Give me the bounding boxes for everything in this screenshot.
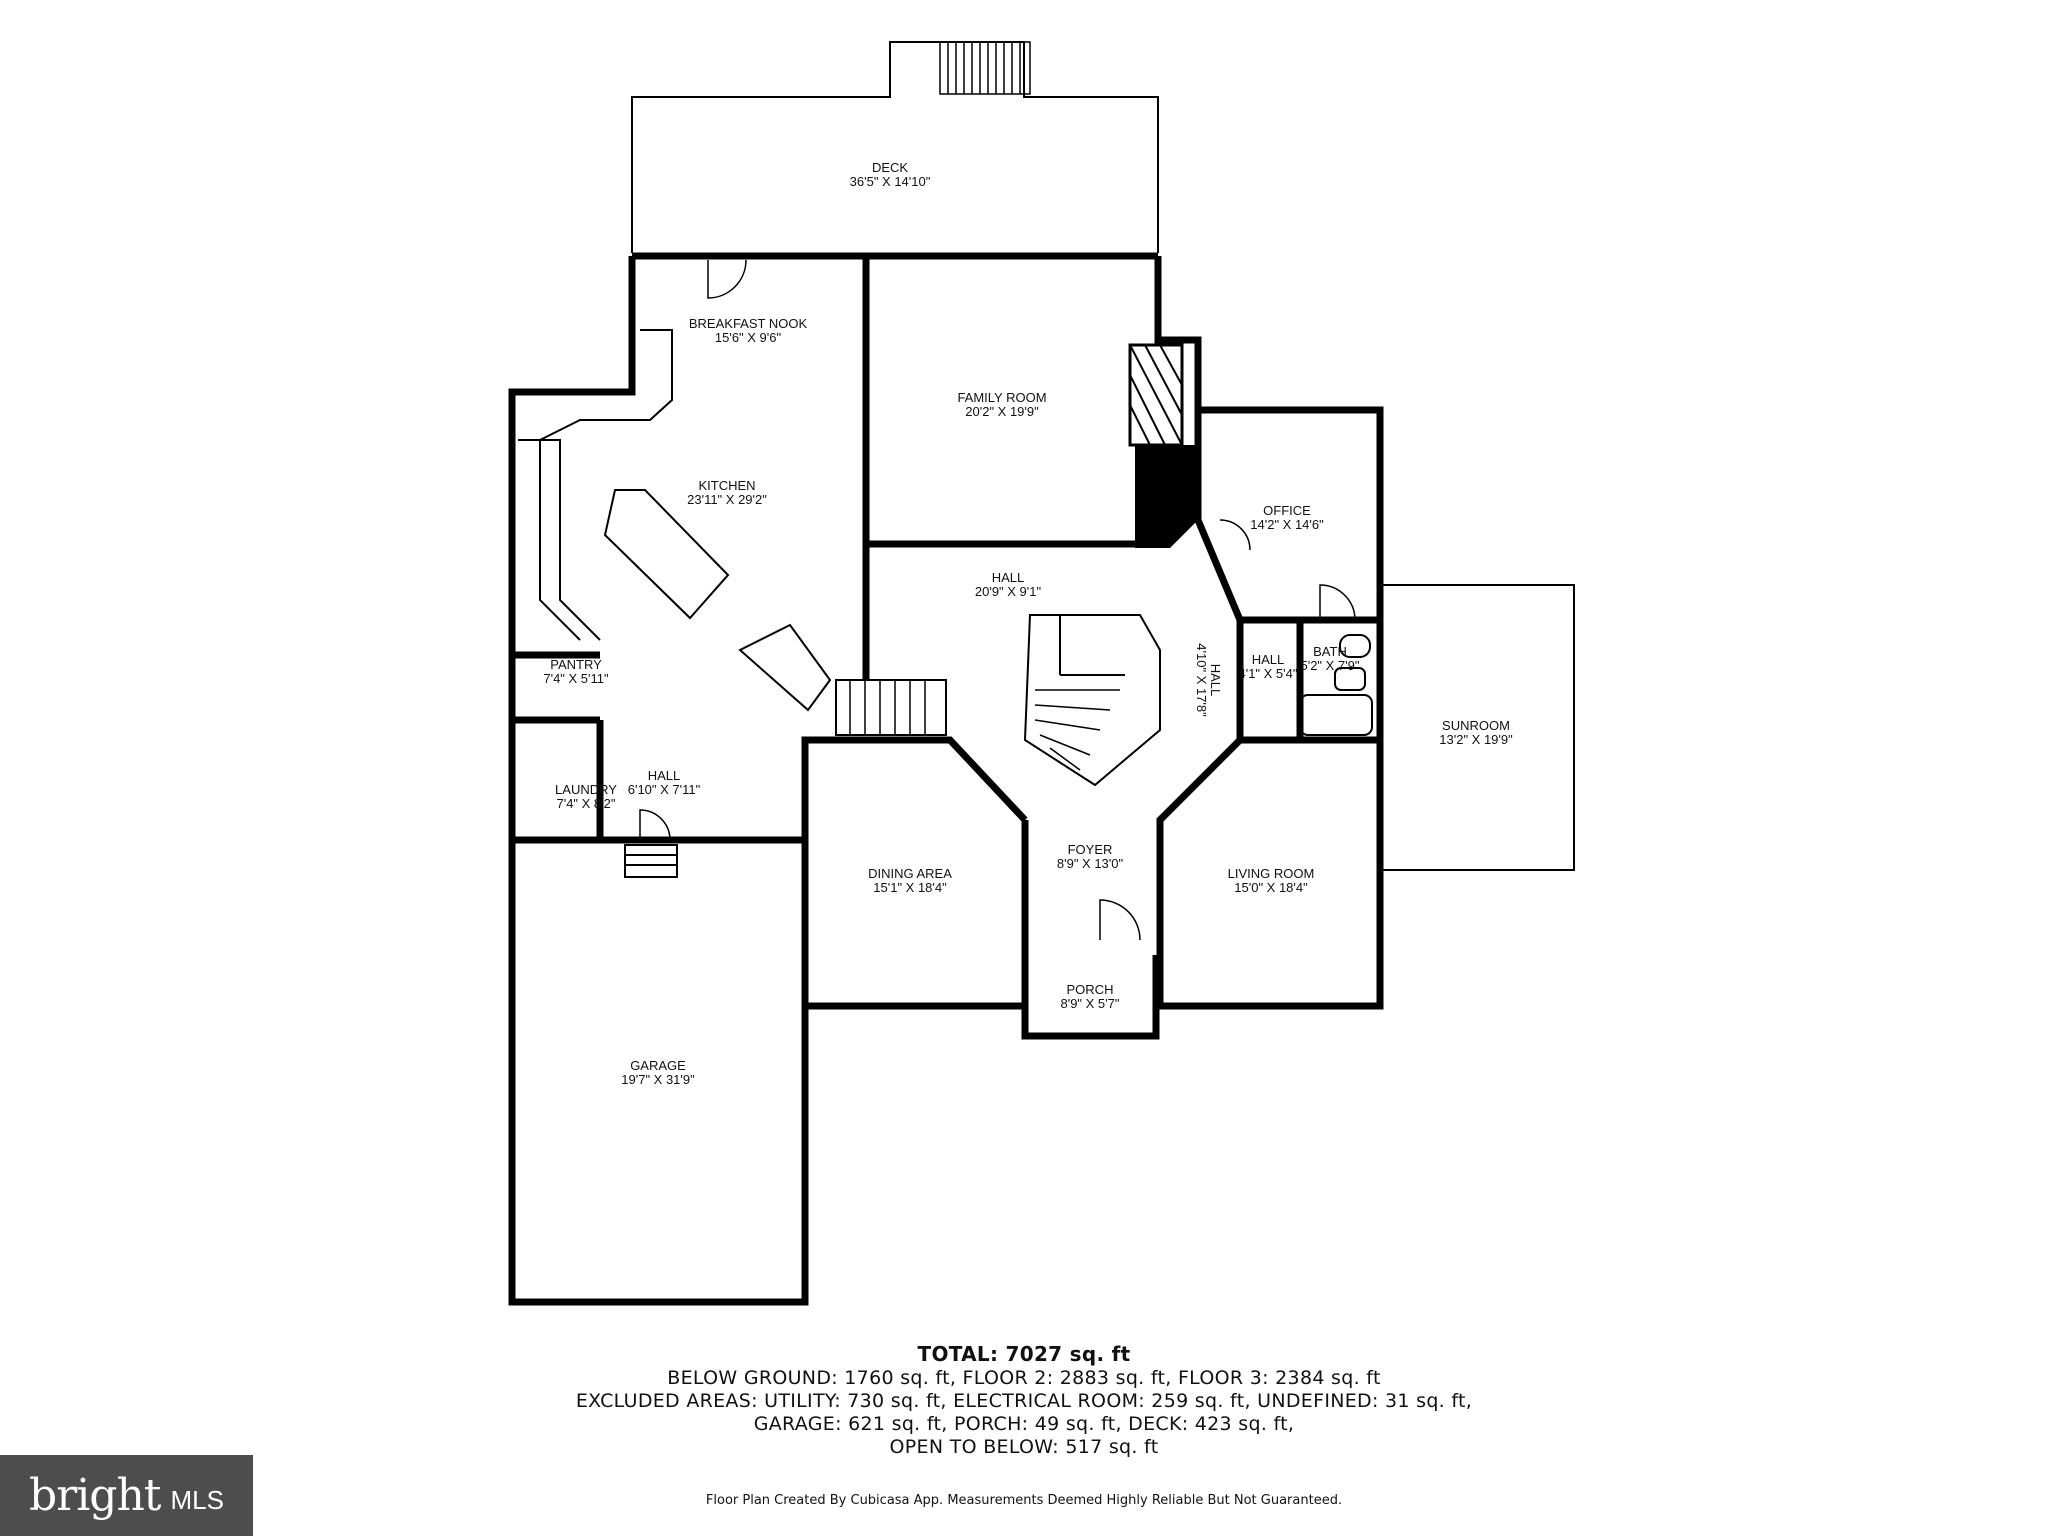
room-label-hall-small: HALL xyxy=(1252,652,1285,667)
room-dims-breakfast: 15'6" X 9'6" xyxy=(715,330,782,345)
room-dims-hall-main: 20'9" X 9'1" xyxy=(975,584,1042,599)
room-dims-hall-vertical: 4'10" X 17'8" xyxy=(1194,643,1209,717)
area-summary-line: BELOW GROUND: 1760 sq. ft, FLOOR 2: 2883… xyxy=(667,1367,1381,1389)
room-dims-hall-small: 4'1" X 5'4" xyxy=(1238,666,1297,681)
bright-mls-logo: bright MLS xyxy=(0,1455,253,1536)
room-dims-kitchen: 23'11" X 29'2" xyxy=(687,492,767,507)
room-label-hall-vertical: HALL xyxy=(1208,664,1223,697)
room-dims-garage: 19'7" X 31'9" xyxy=(621,1072,695,1087)
room-label-sunroom: SUNROOM xyxy=(1442,718,1510,733)
total-area: TOTAL: 7027 sq. ft xyxy=(917,1342,1131,1366)
room-dims-bath: 5'2" X 7'9" xyxy=(1300,658,1359,673)
room-dims-sunroom: 13'2" X 19'9" xyxy=(1439,732,1513,747)
room-label-hall-main: HALL xyxy=(992,570,1025,585)
kitchen-counters xyxy=(518,329,673,641)
room-dims-porch: 8'9" X 5'7" xyxy=(1060,996,1119,1011)
kitchen-staircase xyxy=(738,623,947,736)
sunroom-outline xyxy=(1378,584,1575,871)
room-dims-foyer: 8'9" X 13'0" xyxy=(1057,856,1124,871)
room-label-laundry: LAUNDRY xyxy=(555,782,617,797)
room-dims-family: 20'2" X 19'9" xyxy=(965,404,1039,419)
area-summary-line: OPEN TO BELOW: 517 sq. ft xyxy=(889,1436,1159,1458)
logo-wordmark: bright xyxy=(29,1470,161,1521)
door-swings xyxy=(639,259,1356,941)
room-label-office: OFFICE xyxy=(1263,503,1311,518)
area-summary-line: EXCLUDED AREAS: UTILITY: 730 sq. ft, ELE… xyxy=(575,1390,1473,1412)
room-dims-pantry: 7'4" X 5'11" xyxy=(543,671,609,686)
room-labels: DECK 36'5" X 14'10" BREAKFAST NOOK 15'6"… xyxy=(543,160,1513,1087)
logo-suffix: MLS xyxy=(170,1485,224,1515)
room-dims-office: 14'2" X 14'6" xyxy=(1250,517,1324,532)
room-dims-deck: 36'5" X 14'10" xyxy=(850,174,931,189)
room-label-garage: GARAGE xyxy=(630,1058,686,1073)
room-label-family: FAMILY ROOM xyxy=(957,390,1046,405)
room-dims-living: 15'0" X 18'4" xyxy=(1234,880,1308,895)
room-dims-laundry: 7'4" X 8'2" xyxy=(556,796,615,811)
walls xyxy=(508,252,1384,1306)
room-dims-hall-laundry: 6'10" X 7'11" xyxy=(628,782,701,797)
floor-plan-drawing: DECK 36'5" X 14'10" BREAKFAST NOOK 15'6"… xyxy=(508,41,1575,1306)
central-staircase xyxy=(1023,614,1161,787)
room-label-dining: DINING AREA xyxy=(868,866,952,881)
fireplace xyxy=(1128,343,1198,548)
deck-stairs xyxy=(939,41,1031,95)
room-label-hall-laundry: HALL xyxy=(648,768,681,783)
room-label-kitchen: KITCHEN xyxy=(698,478,755,493)
room-label-foyer: FOYER xyxy=(1068,842,1113,857)
kitchen-island xyxy=(603,489,730,620)
room-label-breakfast: BREAKFAST NOOK xyxy=(689,316,808,331)
room-label-deck: DECK xyxy=(872,160,908,175)
room-label-porch: PORCH xyxy=(1067,982,1114,997)
room-dims-dining: 15'1" X 18'4" xyxy=(873,880,947,895)
bath-fixtures xyxy=(1299,634,1373,736)
area-summary-line: GARAGE: 621 sq. ft, PORCH: 49 sq. ft, DE… xyxy=(753,1413,1295,1435)
disclaimer-text: Floor Plan Created By Cubicasa App. Meas… xyxy=(705,1493,1343,1508)
room-label-bath: BATH xyxy=(1313,644,1347,659)
room-label-pantry: PANTRY xyxy=(550,657,602,672)
deck-outline xyxy=(631,41,1159,253)
room-label-living: LIVING ROOM xyxy=(1228,866,1315,881)
garage-steps xyxy=(624,844,678,878)
